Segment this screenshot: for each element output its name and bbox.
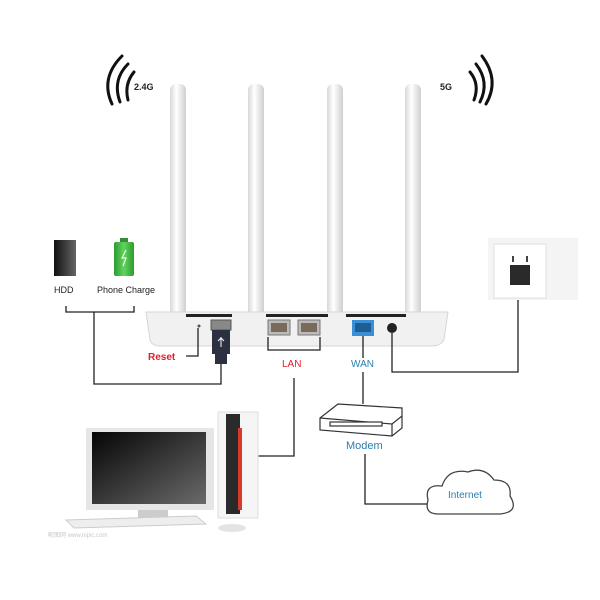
band-5g-label: 5G bbox=[440, 82, 453, 92]
wifi-5g-icon bbox=[468, 54, 494, 106]
wifi-24g-icon bbox=[106, 54, 136, 106]
computer-icon bbox=[64, 411, 259, 532]
router-body bbox=[145, 311, 449, 347]
reset-label: Reset bbox=[148, 352, 176, 363]
wan-label: WAN bbox=[351, 359, 374, 370]
power-jack bbox=[387, 323, 397, 333]
connection-lines bbox=[65, 288, 519, 505]
usb-port bbox=[210, 319, 232, 331]
internet-cloud-icon bbox=[426, 469, 514, 515]
usb-plug-icon bbox=[212, 330, 230, 364]
lan-label: LAN bbox=[282, 359, 302, 370]
power-outlet-icon bbox=[488, 238, 578, 300]
modem-icon bbox=[319, 403, 403, 437]
hdd-icon bbox=[54, 240, 76, 276]
lan-ports bbox=[267, 319, 321, 336]
watermark: 昵图网 www.nipic.com bbox=[48, 533, 108, 539]
modem-label: Modem bbox=[346, 440, 383, 452]
hdd-label: HDD bbox=[54, 285, 74, 295]
phone-charge-label: Phone Charge bbox=[97, 285, 156, 295]
battery-icon bbox=[114, 238, 134, 276]
router-antennas bbox=[170, 84, 421, 324]
reset-hole bbox=[197, 324, 201, 328]
wan-port bbox=[352, 320, 374, 336]
band-24g-label: 2.4G bbox=[134, 82, 154, 92]
internet-label: Internet bbox=[448, 490, 482, 501]
